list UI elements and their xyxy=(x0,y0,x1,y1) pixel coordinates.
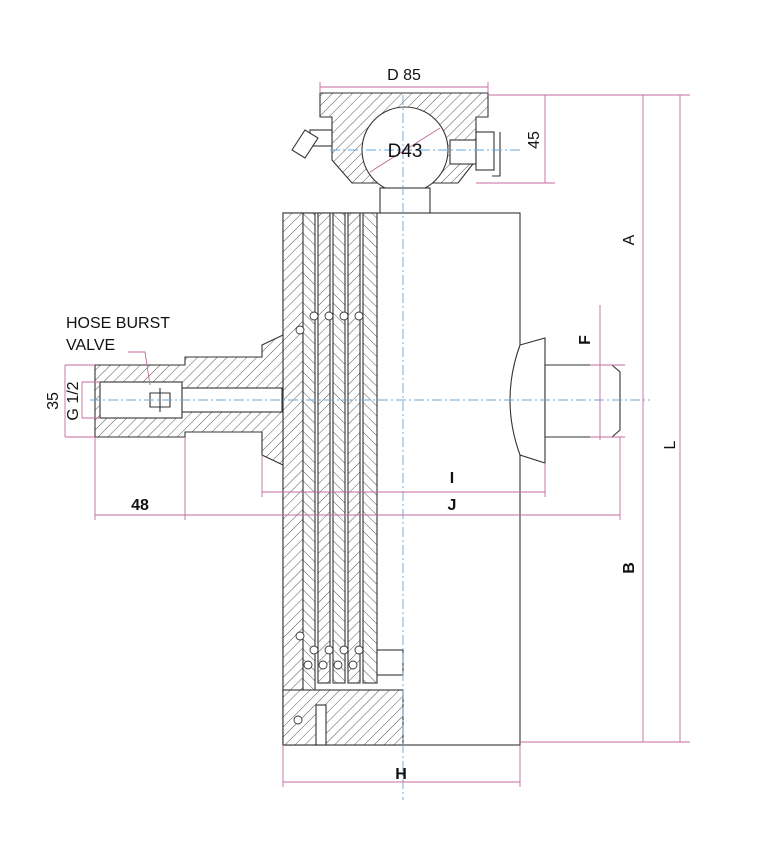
dim-h-label: H xyxy=(395,766,407,783)
dim-48-label: 48 xyxy=(131,497,149,514)
cylinder-body xyxy=(282,212,521,746)
dim-l-label: L xyxy=(662,440,679,449)
dim-f-label: F xyxy=(577,335,594,345)
hose-burst-valve-label-line2: VALVE xyxy=(66,337,115,354)
seal-rings xyxy=(293,311,364,725)
dim-d85-label: D 85 xyxy=(387,67,421,84)
dim-35-label: 35 xyxy=(45,392,62,410)
dim-j-label: J xyxy=(448,497,457,514)
thread-g12-label: G 1/2 xyxy=(65,381,82,420)
ball-socket-head xyxy=(291,92,501,215)
grease-nipple-icon xyxy=(291,129,333,159)
locking-bolt-icon xyxy=(449,131,501,177)
dim-i-label: I xyxy=(450,470,454,487)
trunnion-pin xyxy=(509,337,621,464)
dim-d43-label: D43 xyxy=(388,141,423,162)
dimension-lines xyxy=(64,82,690,787)
dim-45-label: 45 xyxy=(526,131,543,149)
hose-burst-valve-label-line1: HOSE BURST xyxy=(66,315,170,332)
dim-b-label: B xyxy=(621,562,638,574)
dim-a-label: A xyxy=(621,234,638,245)
